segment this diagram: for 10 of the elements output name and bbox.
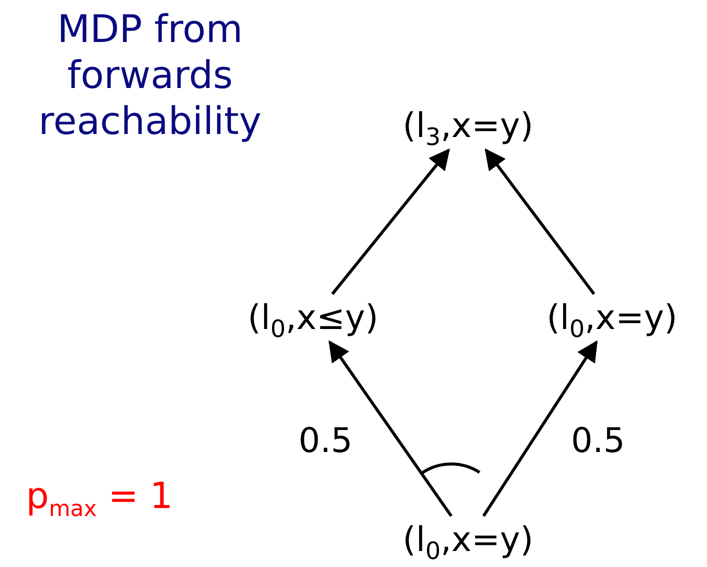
probability-note: p$_{max}$ = 1: [26, 476, 173, 517]
state-label: (l$_{0}$,x=y): [546, 298, 678, 338]
diagram-title: MDP from forwards reachability: [38, 6, 262, 144]
arrow: [331, 148, 450, 295]
arrow: [328, 340, 452, 517]
state-label: (l$_{0}$,x=y): [402, 520, 534, 560]
state-label: (l$_{0}$,x≤y): [248, 298, 378, 338]
state-label: (l$_{3}$,x=y): [402, 106, 534, 146]
arrow: [484, 148, 596, 295]
arrow: [482, 340, 598, 517]
